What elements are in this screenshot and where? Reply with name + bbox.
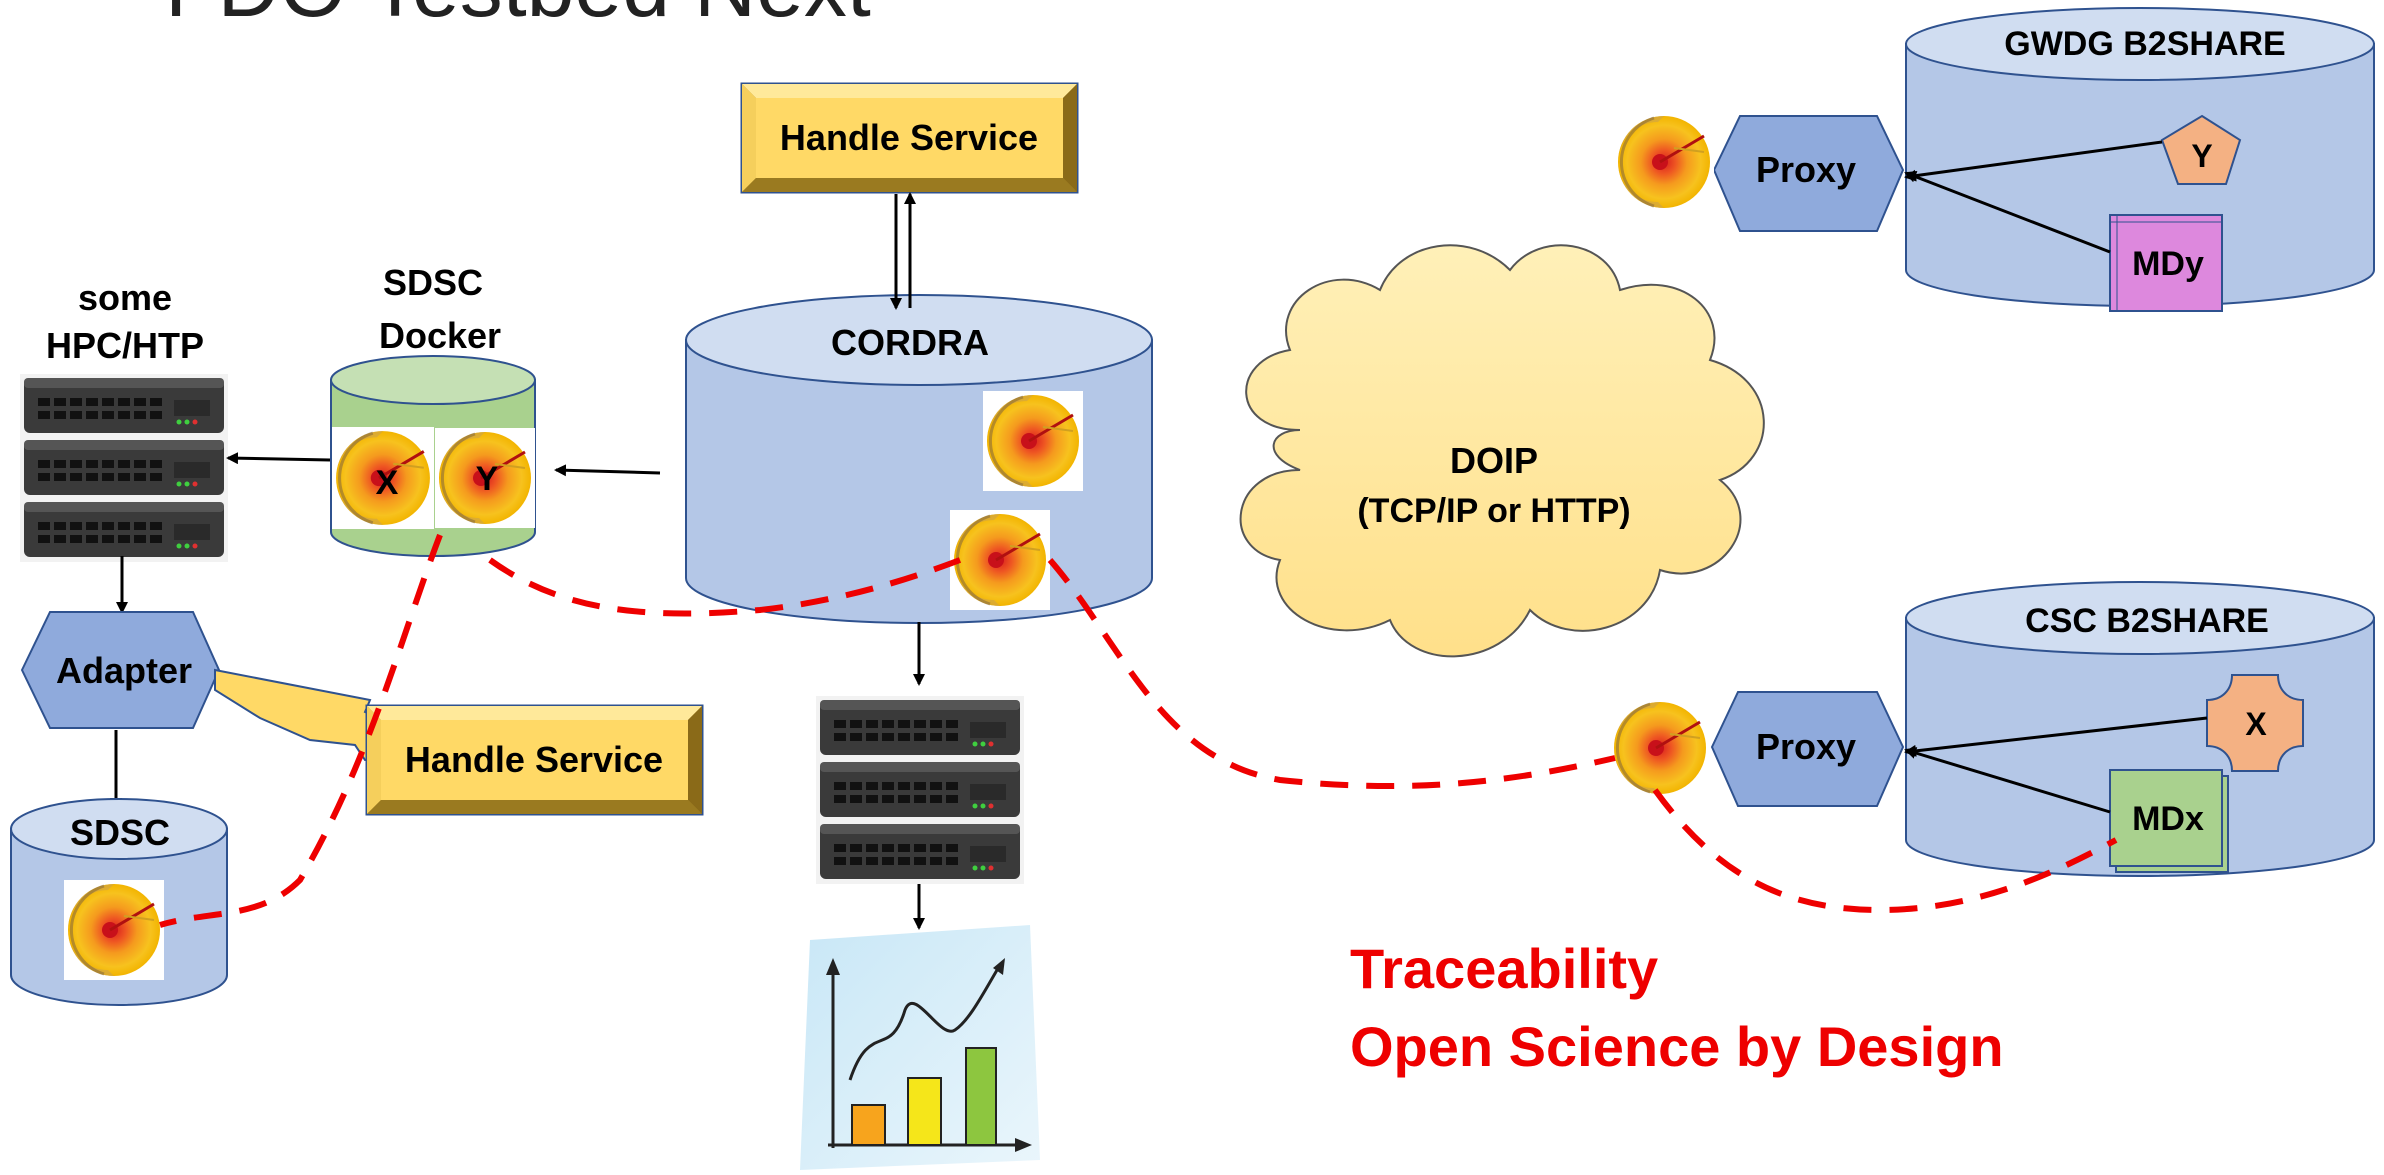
object-x[interactable]: X bbox=[2206, 674, 2304, 772]
handle-service-bottom-label: Handle Service bbox=[405, 739, 663, 780]
cordra-to-docker-arrow bbox=[554, 464, 661, 477]
gwdg-b2share-cylinder[interactable]: GWDG B2SHARE bbox=[1905, 7, 2375, 307]
server-rack-icon[interactable] bbox=[816, 696, 1024, 884]
handle-service-top[interactable]: Handle Service bbox=[740, 82, 1079, 194]
fdo-sphere-icon[interactable] bbox=[1608, 696, 1712, 800]
docker-y-label: Y bbox=[476, 460, 499, 498]
metadata-y-label: MDy bbox=[2132, 245, 2204, 283]
doip-label-line2: (TCP/IP or HTTP) bbox=[1357, 492, 1630, 530]
fdo-sphere-icon[interactable] bbox=[1612, 110, 1716, 214]
object-y-label: Y bbox=[2191, 138, 2212, 174]
open-science-text: Open Science by Design bbox=[1350, 1015, 2004, 1078]
chart-icon[interactable] bbox=[800, 925, 1040, 1170]
slide-title: FDO Testbed Next bbox=[165, 0, 871, 35]
handle-service-bottom[interactable]: Handle Service bbox=[365, 704, 704, 816]
cordra-label: CORDRA bbox=[831, 322, 989, 363]
traceability-path bbox=[159, 533, 2118, 928]
sdsc-docker-label-line2: Docker bbox=[379, 315, 501, 356]
mdx-to-proxy-arrow bbox=[1904, 747, 2111, 814]
traceability-text: Traceability bbox=[1350, 937, 1658, 1000]
metadata-x[interactable]: MDx bbox=[2109, 769, 2229, 873]
object-y[interactable]: Y bbox=[2160, 114, 2242, 185]
adapter-label: Adapter bbox=[56, 650, 192, 691]
proxy-csc-label: Proxy bbox=[1756, 726, 1856, 767]
doip-label-line1: DOIP bbox=[1450, 440, 1538, 481]
hpc-label-line1: some bbox=[78, 277, 172, 318]
sdsc-label: SDSC bbox=[70, 812, 170, 853]
fdo-sphere-icon[interactable] bbox=[981, 389, 1085, 493]
object-x-label: X bbox=[2245, 706, 2267, 742]
sdsc-docker-label-line1: SDSC bbox=[383, 262, 483, 303]
adapter-node[interactable]: Adapter bbox=[20, 611, 221, 729]
metadata-x-label: MDx bbox=[2132, 800, 2204, 838]
gwdg-label: GWDG B2SHARE bbox=[2004, 25, 2285, 63]
docker-x-label: X bbox=[376, 464, 399, 502]
metadata-y[interactable]: MDy bbox=[2109, 214, 2223, 312]
proxy-gwdg[interactable]: Proxy bbox=[1712, 115, 1905, 232]
fdo-sphere-icon[interactable] bbox=[948, 508, 1052, 612]
proxy-csc[interactable]: Proxy bbox=[1710, 691, 1905, 807]
handle-service-top-label: Handle Service bbox=[780, 117, 1038, 158]
y-to-proxy-arrow bbox=[1904, 140, 2163, 182]
doip-cloud: DOIP (TCP/IP or HTTP) bbox=[1239, 244, 1765, 658]
mdy-to-proxy-arrow bbox=[1904, 171, 2111, 254]
x-to-proxy-arrow bbox=[1904, 716, 2208, 757]
proxy-gwdg-label: Proxy bbox=[1756, 149, 1856, 190]
hpc-label-line2: HPC/HTP bbox=[46, 325, 204, 366]
csc-label: CSC B2SHARE bbox=[2025, 602, 2269, 640]
docker-to-hpc-arrow bbox=[226, 452, 331, 465]
fdo-sphere-icon[interactable] bbox=[62, 878, 166, 982]
server-rack-icon[interactable] bbox=[20, 374, 228, 562]
